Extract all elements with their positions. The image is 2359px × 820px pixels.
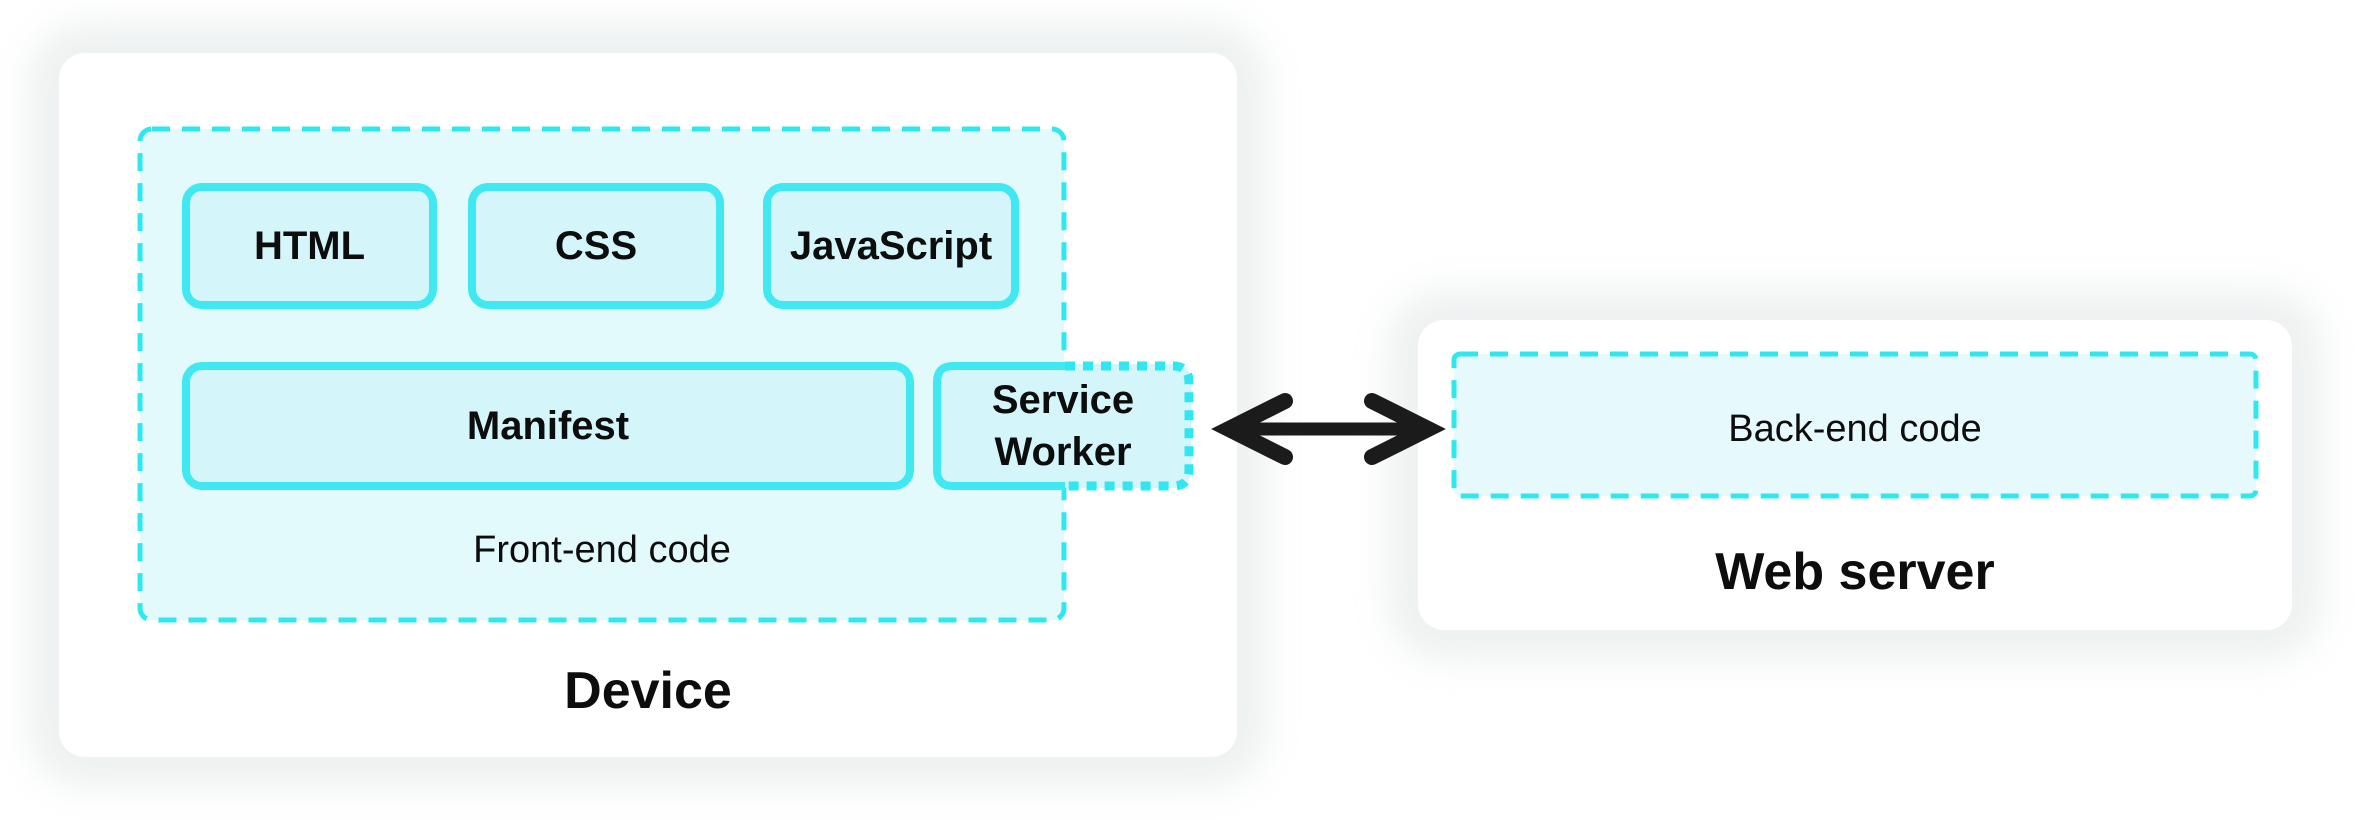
service-worker-border-solid [933, 362, 1065, 490]
backend-container-shape [1451, 351, 2259, 499]
bidirectional-arrow-icon [1211, 393, 1446, 465]
web-server-title: Web server [1715, 543, 1995, 601]
html-box-shape [182, 183, 437, 309]
manifest-box-shape [182, 362, 914, 490]
device-title: Device [564, 662, 732, 720]
service-worker-border-dotted [1065, 361, 1194, 491]
frontend-caption: Front-end code [473, 528, 731, 571]
backend-caption: Back-end code [1728, 407, 1982, 450]
arrow-head-right [1364, 393, 1446, 465]
javascript-box-shape [763, 183, 1019, 309]
manifest-label: Manifest [466, 403, 630, 448]
html-label: HTML [253, 223, 366, 268]
arrow-head-left [1211, 393, 1293, 465]
service-worker-label-line2: Worker [994, 430, 1132, 474]
service-worker-fill [935, 364, 1191, 488]
service-worker-label: Service Worker [933, 362, 1193, 490]
css-label: CSS [554, 223, 638, 268]
css-box-shape [468, 183, 724, 309]
service-worker-label-line1: Service [991, 378, 1135, 422]
javascript-label: JavaScript [789, 223, 993, 268]
